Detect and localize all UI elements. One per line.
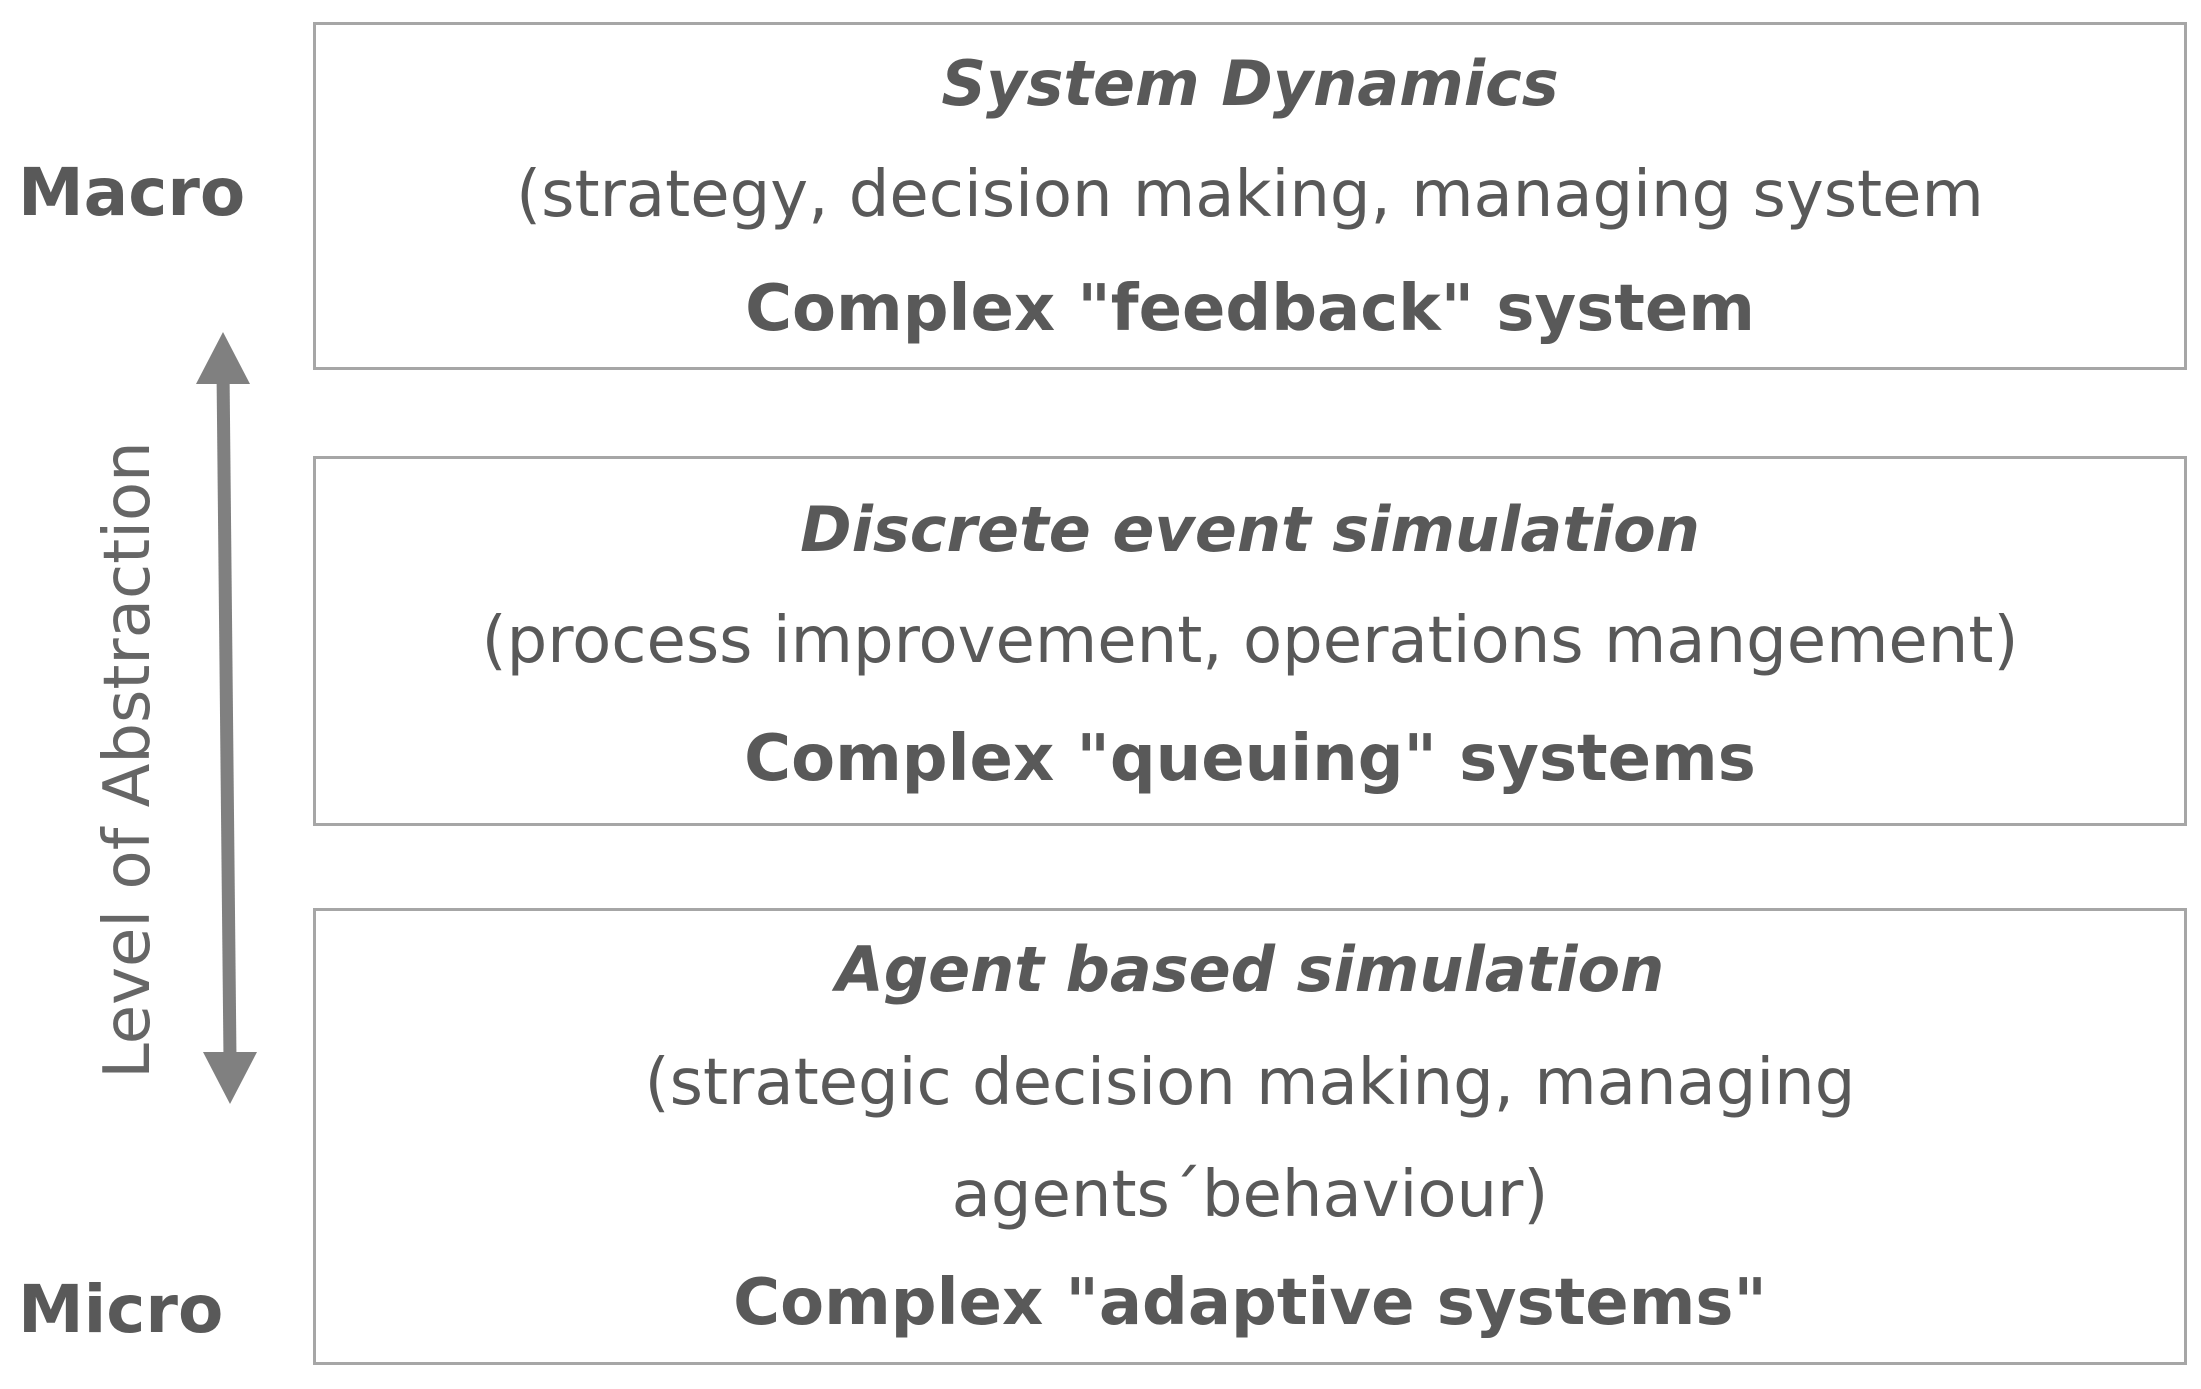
double-arrow-icon: [196, 332, 257, 1104]
agent-based-simulation-box: Agent based simulation (strategic decisi…: [313, 908, 2187, 1365]
axis-title: Level of Abstraction: [91, 441, 165, 1079]
discrete-event-simulation-box: Discrete event simulation (process impro…: [313, 456, 2187, 826]
box-title: Agent based simulation: [835, 933, 1665, 1006]
system-dynamics-box: System Dynamics (strategy, decision maki…: [313, 22, 2187, 370]
box-description: (process improvement, operations mangeme…: [481, 604, 2019, 678]
box-system-kind: Complex "queuing" systems: [744, 722, 1756, 796]
arrow-head-up: [196, 332, 250, 384]
box-title: Discrete event simulation: [800, 493, 1700, 566]
macro-label: Macro: [18, 154, 246, 231]
box-description-line-1: (strategic decision making, managing: [644, 1046, 1856, 1120]
arrow-shaft: [216, 369, 237, 1061]
box-description: (strategy, decision making, managing sys…: [516, 158, 1984, 232]
micro-label: Micro: [18, 1271, 224, 1348]
box-description-line-2: agents´behaviour): [951, 1158, 1549, 1232]
box-system-kind: Complex "adaptive systems": [733, 1266, 1767, 1340]
box-title: System Dynamics: [941, 47, 1559, 120]
arrow-head-down: [203, 1052, 257, 1104]
box-system-kind: Complex "feedback" system: [745, 272, 1755, 346]
